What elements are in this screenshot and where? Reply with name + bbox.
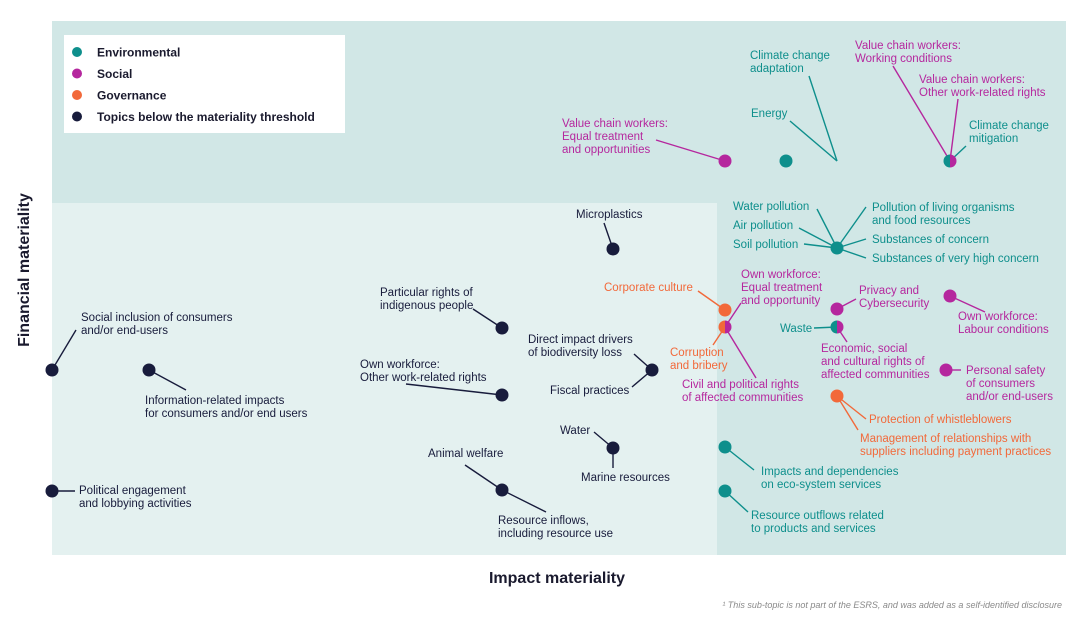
leader-line <box>655 139 726 162</box>
x-axis-label: Impact materiality <box>489 570 625 587</box>
point-label: Own workforce:Other work-related rights <box>360 359 487 384</box>
data-point <box>718 484 732 498</box>
legend-marker <box>72 111 82 122</box>
point-label: Animal welfare <box>428 448 503 460</box>
leader-line <box>501 489 547 513</box>
data-point <box>943 154 957 168</box>
leader-line <box>724 326 757 379</box>
below-threshold-area <box>52 203 717 555</box>
leader-line <box>816 208 838 249</box>
data-point <box>830 241 844 255</box>
data-point <box>939 363 953 377</box>
data-point <box>45 484 59 498</box>
leader-line <box>808 75 838 162</box>
legend-marker <box>72 68 82 79</box>
leader-line <box>798 227 838 249</box>
y-axis-label: Financial materiality <box>16 193 33 347</box>
point-label: Substances of concern <box>872 234 989 246</box>
leader-line <box>405 383 503 396</box>
leader-line <box>949 98 959 162</box>
legend-label: Governance <box>97 89 167 103</box>
leader-line <box>51 329 77 371</box>
legend-marker <box>72 90 82 100</box>
footnote: ¹ This sub-topic is not part of the ESRS… <box>722 600 1062 610</box>
leader-line <box>836 206 867 249</box>
data-point <box>830 302 844 316</box>
data-point <box>645 363 659 377</box>
data-point <box>718 440 732 454</box>
data-point <box>606 242 620 256</box>
data-point <box>718 320 732 334</box>
point-label: Fiscal practices <box>550 385 629 397</box>
data-point <box>495 388 509 402</box>
point-label: Marine resources <box>581 472 670 484</box>
leader-line <box>148 369 187 391</box>
leader-line <box>892 65 951 162</box>
leader-line <box>789 120 838 162</box>
data-point <box>495 483 509 497</box>
legend-marker <box>72 47 82 57</box>
data-points <box>45 154 957 498</box>
data-point <box>606 441 620 455</box>
data-point <box>718 303 732 317</box>
point-label: Air pollution <box>733 220 793 232</box>
point-label: Soil pollution <box>733 239 798 251</box>
data-point <box>45 363 59 377</box>
legend-box <box>64 35 345 133</box>
data-point <box>830 320 844 334</box>
point-label: Microplastics <box>576 209 643 221</box>
point-label: Value chain workers:Working conditions <box>855 40 961 65</box>
point-label: Resource inflows,including resource use <box>498 515 613 540</box>
data-point <box>142 363 156 377</box>
leader-line <box>464 464 503 491</box>
point-label: Protection of whistleblowers <box>869 414 1012 426</box>
data-point <box>830 389 844 403</box>
data-point <box>495 321 509 335</box>
point-label: Substances of very high concern <box>872 253 1039 265</box>
point-label: Water <box>560 425 590 437</box>
data-point <box>718 154 732 168</box>
point-label: Energy <box>751 108 788 120</box>
legend-label: Social <box>97 67 132 81</box>
data-point <box>943 289 957 303</box>
point-label: Value chain workers:Other work-related r… <box>919 74 1046 99</box>
point-label: Water pollution <box>733 201 809 213</box>
leader-line <box>836 395 859 431</box>
legend-label: Environmental <box>97 46 180 60</box>
point-label: Own workforce:Labour conditions <box>958 311 1049 336</box>
legend-label: Topics below the materiality threshold <box>97 110 315 124</box>
data-point <box>779 154 793 168</box>
point-label: Waste <box>780 323 812 335</box>
point-label: Corporate culture <box>604 282 693 294</box>
